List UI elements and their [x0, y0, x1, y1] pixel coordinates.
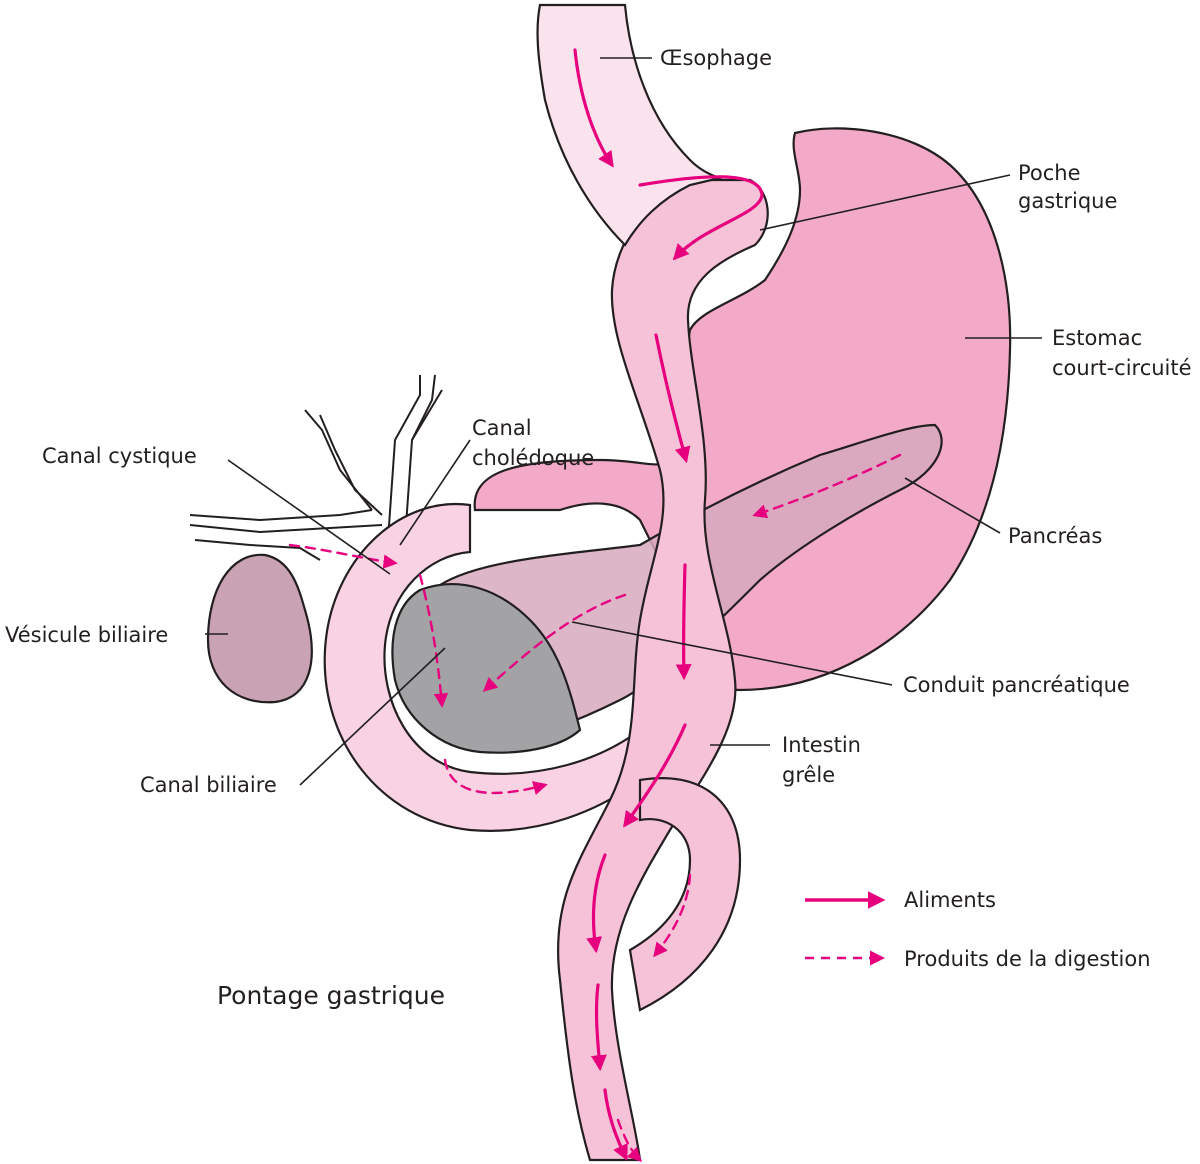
label-intestin-1: Intestin [782, 733, 861, 757]
label-canal-cystique: Canal cystique [42, 444, 197, 468]
gallbladder-shape [208, 555, 312, 702]
biliopancreatic-limb [630, 778, 740, 1010]
legend-digestion-label: Produits de la digestion [904, 947, 1151, 971]
label-canal-biliaire: Canal biliaire [140, 773, 277, 797]
label-canal-choledoque-1: Canal [472, 416, 532, 440]
label-oesophage: Œsophage [660, 46, 772, 70]
legend: Aliments Produits de la digestion [805, 888, 1151, 971]
diagram-title: Pontage gastrique [217, 981, 445, 1010]
label-poche-2: gastrique [1018, 189, 1117, 213]
label-vesicule: Vésicule biliaire [5, 623, 168, 647]
label-pancreas: Pancréas [1008, 524, 1102, 548]
label-estomac-2: court-circuité [1052, 356, 1192, 380]
label-conduit-pancreatique: Conduit pancréatique [903, 673, 1130, 697]
label-estomac-1: Estomac [1052, 326, 1142, 350]
label-canal-choledoque-2: cholédoque [472, 446, 594, 470]
label-poche-1: Poche [1018, 161, 1081, 185]
label-intestin-2: grêle [782, 763, 835, 787]
legend-food-label: Aliments [904, 888, 996, 912]
